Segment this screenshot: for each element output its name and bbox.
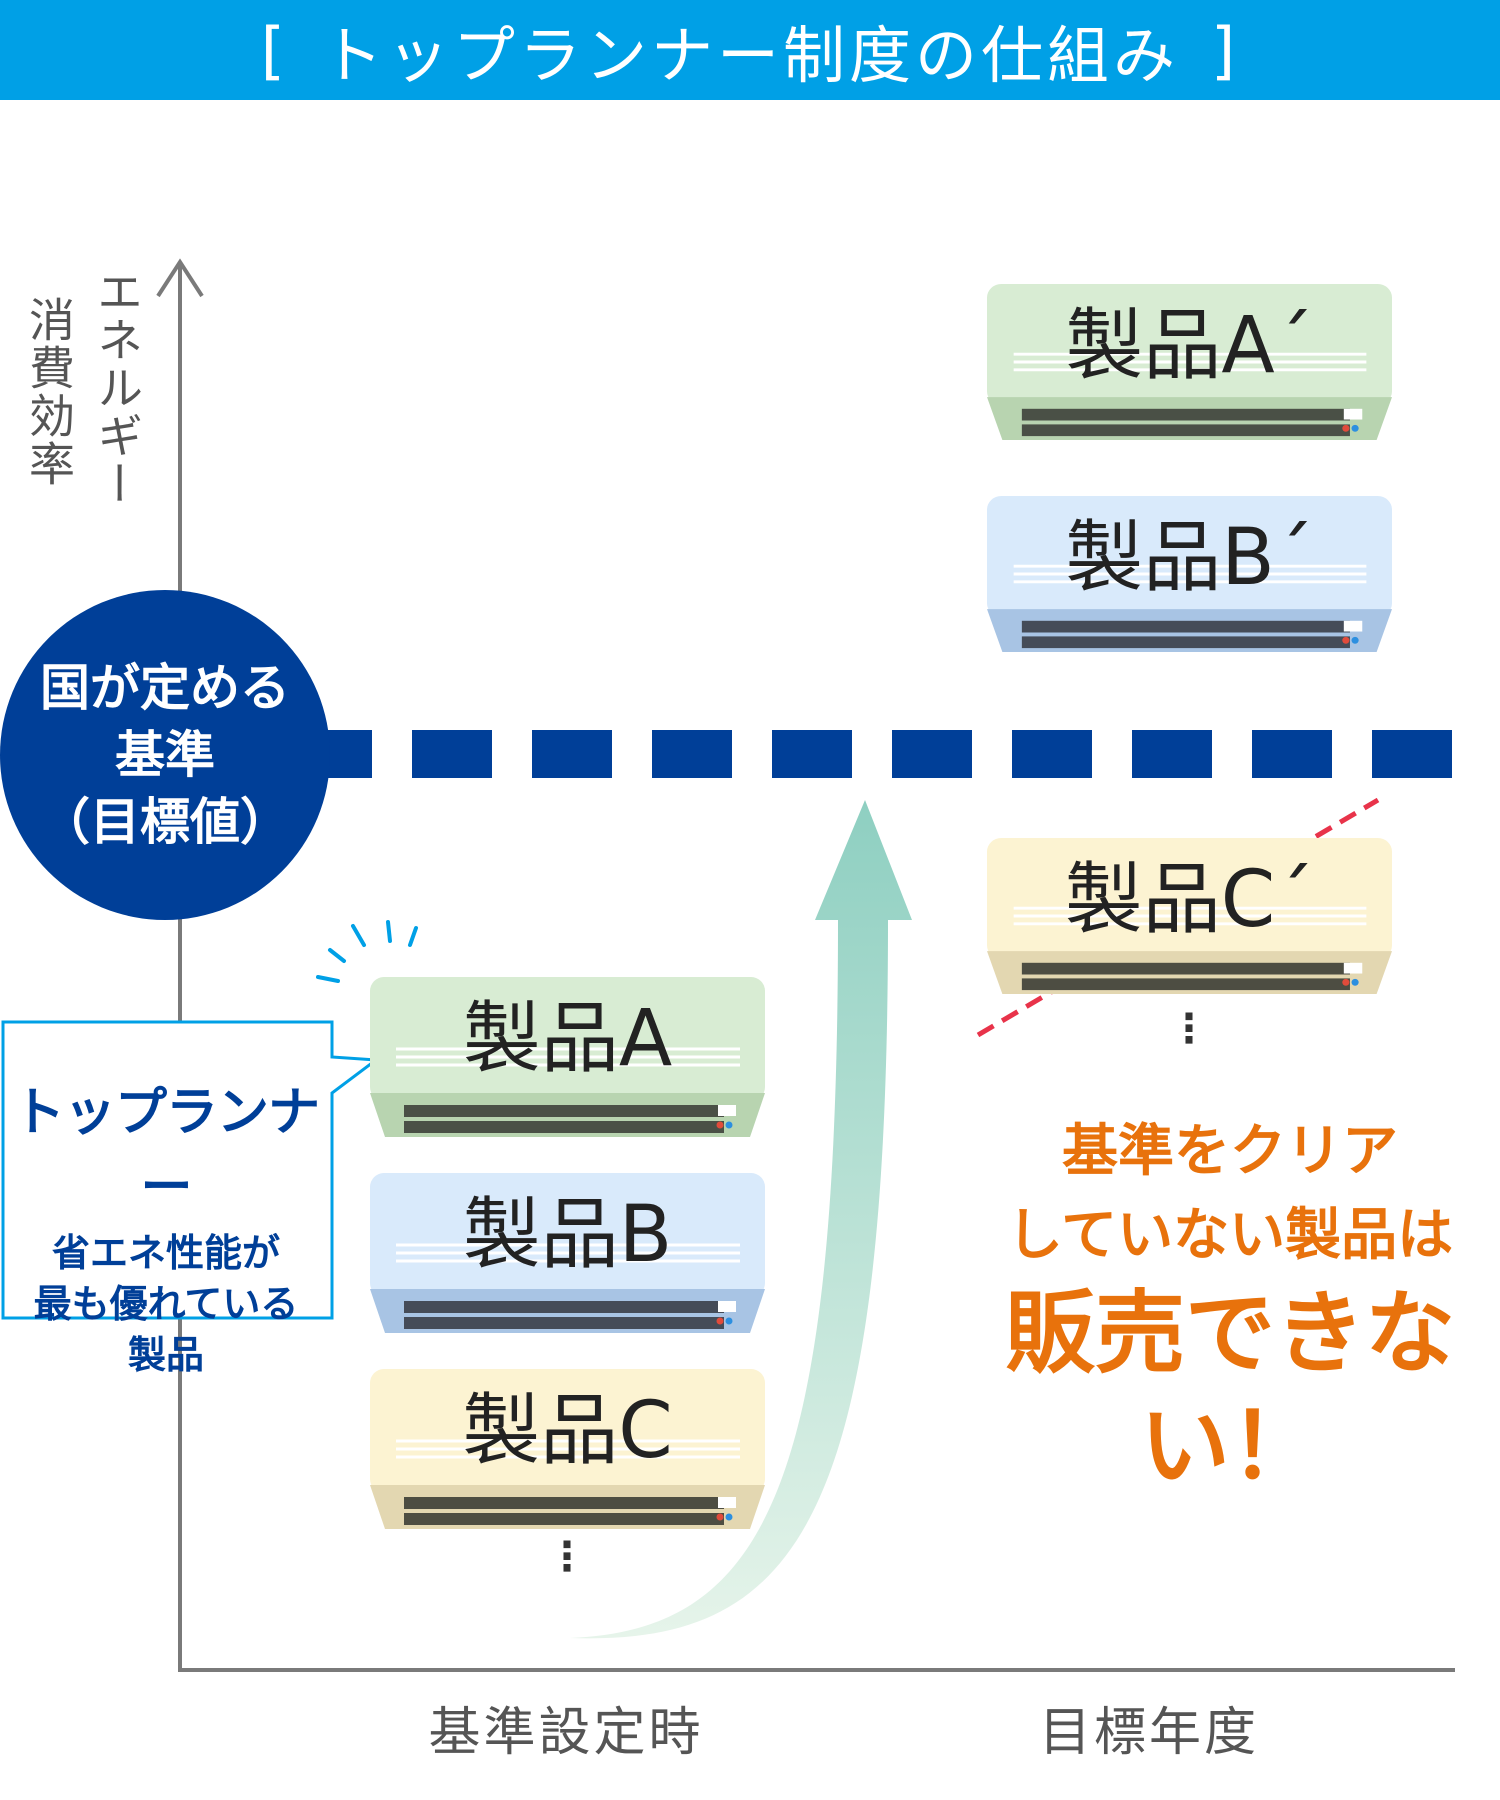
product-b-prime-unit: 製品B´ <box>987 496 1392 652</box>
standard-line-dash <box>1372 730 1452 778</box>
standard-line-dash <box>892 730 972 778</box>
product-a-unit: 製品A <box>370 977 765 1137</box>
air-conditioner-icon <box>370 1369 765 1529</box>
x-axis-label-target: 目標年度 <box>1038 1703 1259 1763</box>
standard-line-dash <box>532 730 612 778</box>
page-title: トップランナー制度の仕組み <box>320 19 1179 92</box>
top-runner-line3: 製品 <box>127 1332 204 1377</box>
top-runner-title: トップランナー <box>12 1083 320 1218</box>
standard-line <box>292 730 1452 778</box>
x-axis-label-baseline: 基準設定時 <box>428 1703 704 1763</box>
product-c-prime-unit: 製品C´ <box>987 838 1392 994</box>
improvement-arrow <box>570 800 912 1639</box>
product-b-prime-label: 製品B´ <box>1065 513 1314 603</box>
warning-line2: していない製品は <box>1006 1203 1454 1268</box>
standard-line1: 国が定める <box>40 658 290 717</box>
top-runner-text: トップランナー 省エネ性能が 最も優れている 製品 <box>0 1030 332 1381</box>
product-c-unit: 製品C <box>370 1369 765 1529</box>
product-a-prime-label: 製品A´ <box>1065 301 1314 391</box>
product-c-label: 製品C <box>462 1386 673 1476</box>
product-a-label: 製品A <box>462 994 673 1084</box>
sparkle-icon <box>316 920 418 983</box>
standard-line-dash <box>772 730 852 778</box>
air-conditioner-icon <box>370 977 765 1137</box>
warning-line3: 販売できない！ <box>1005 1281 1455 1499</box>
standard-line-dash <box>1132 730 1212 778</box>
air-conditioner-icon <box>987 496 1392 652</box>
title-banner: [ トップランナー制度の仕組み ] <box>0 0 1500 100</box>
bracket-close: ] <box>1211 13 1240 87</box>
warning-line1: 基準をクリア <box>1062 1119 1398 1184</box>
product-b-unit: 製品B <box>370 1173 765 1333</box>
product-b-label: 製品B <box>462 1190 673 1280</box>
standard-badge: 国が定める 基準 （目標値） <box>0 590 330 920</box>
top-runner-callout <box>1 1020 381 1320</box>
air-conditioner-icon <box>987 284 1392 440</box>
standard-line-dash <box>1012 730 1092 778</box>
standard-line2: 基準 <box>115 725 215 784</box>
standard-line-dash <box>1252 730 1332 778</box>
standard-line-dash <box>652 730 732 778</box>
more-products-ellipsis: ⋮ <box>547 1534 587 1580</box>
air-conditioner-icon <box>370 1173 765 1333</box>
y-axis-label-energy: エネルギー <box>90 268 144 508</box>
air-conditioner-icon <box>987 838 1392 994</box>
y-axis-arrowhead <box>156 258 204 298</box>
bracket-open: [ <box>260 13 289 87</box>
product-a-prime-unit: 製品A´ <box>987 284 1392 440</box>
warning-text: 基準をクリア していない製品は 販売できない！ <box>960 1110 1500 1503</box>
top-runner-line2: 最も優れている <box>33 1281 299 1326</box>
product-c-prime-label: 製品C´ <box>1064 855 1315 945</box>
standard-line-dash <box>412 730 492 778</box>
top-runner-line1: 省エネ性能が <box>51 1231 280 1275</box>
y-axis-label-efficiency: 消費効率 <box>22 296 76 488</box>
standard-line3: （目標値） <box>40 792 290 851</box>
more-products-ellipsis-target: ⋮ <box>1169 1006 1209 1052</box>
